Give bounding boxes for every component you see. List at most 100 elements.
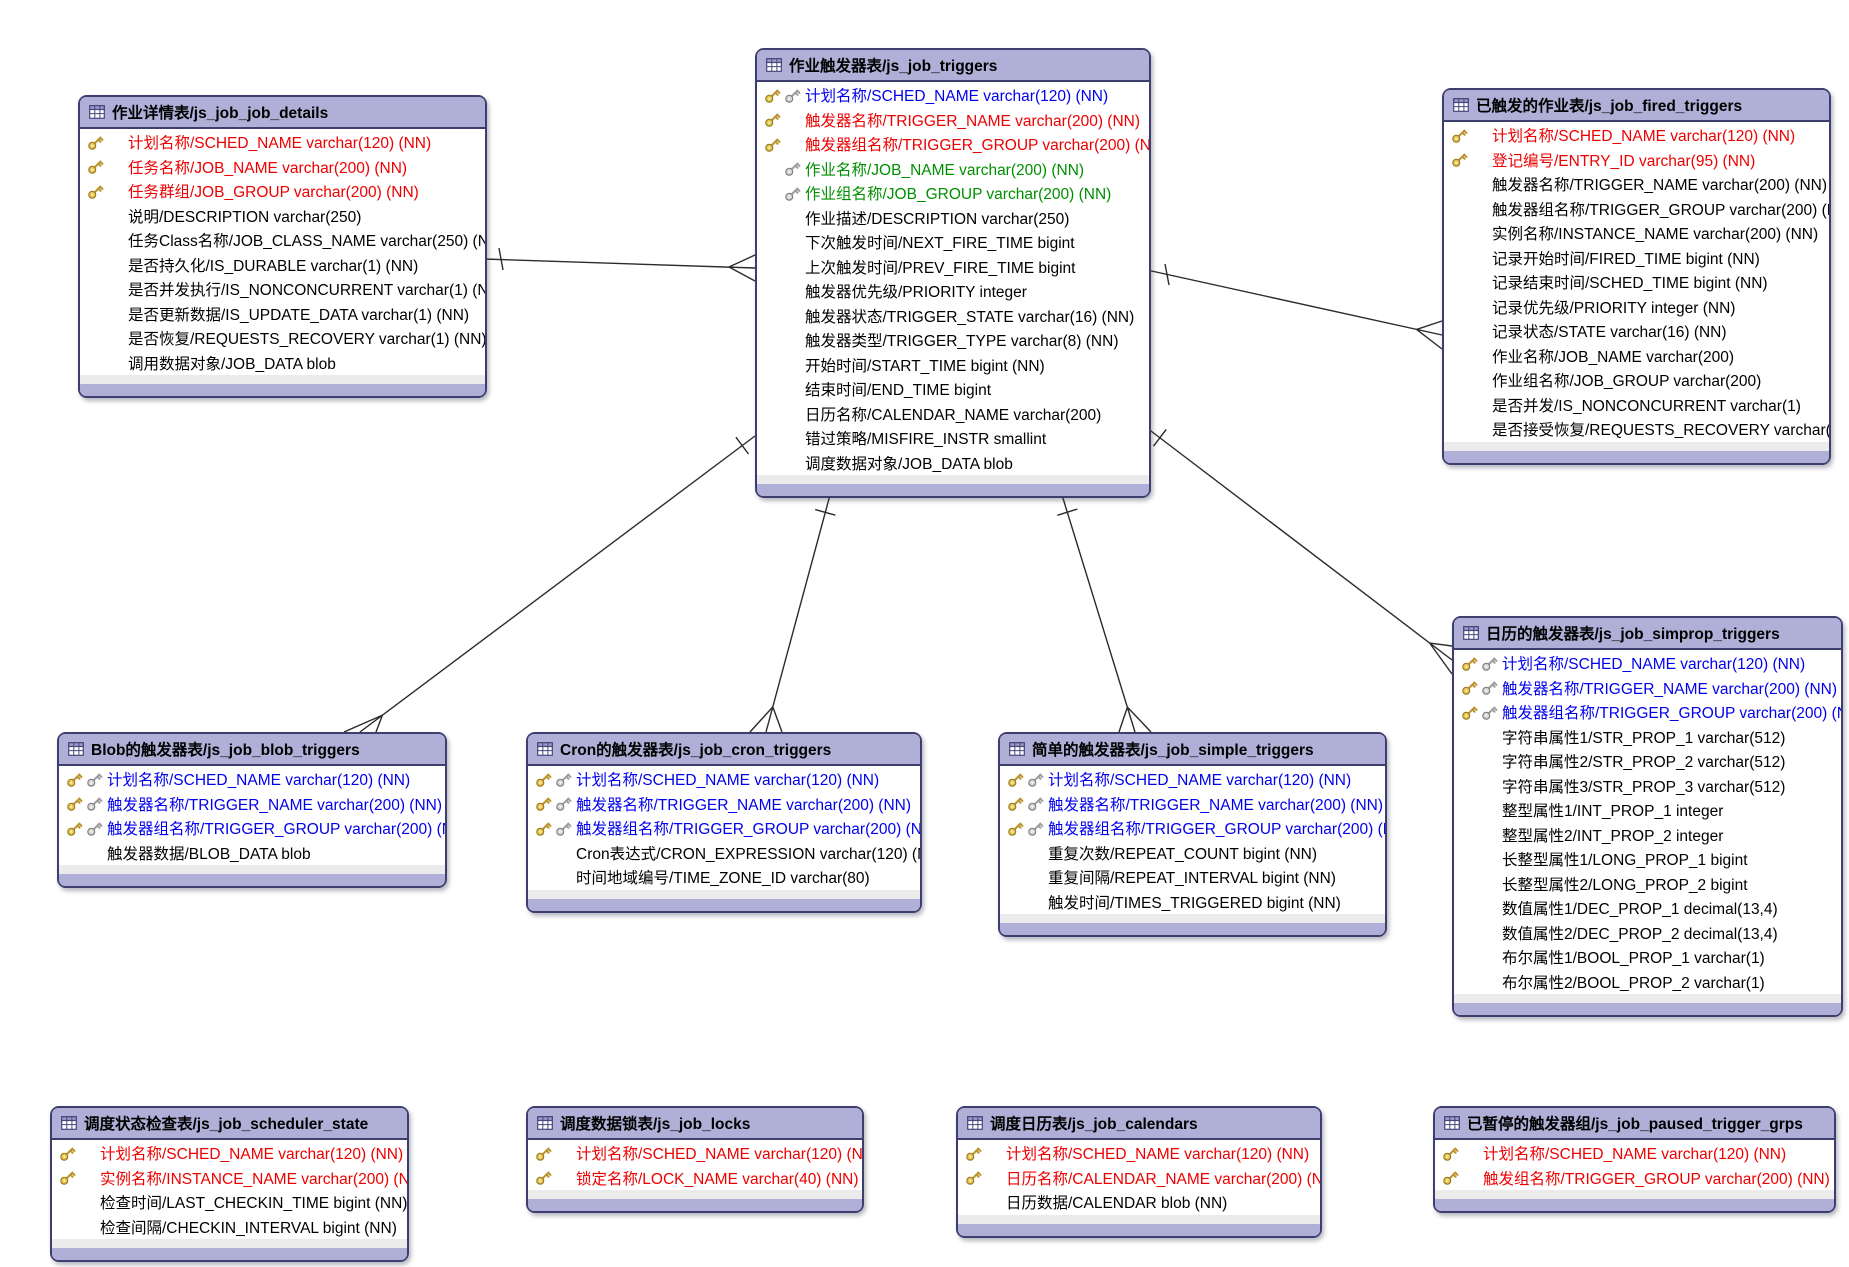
field-label: 布尔属性2/BOOL_PROP_2 varchar(1) <box>1502 974 1765 992</box>
table-icon <box>537 742 553 756</box>
field-label: 实例名称/INSTANCE_NAME varchar(200) (NN) <box>100 1170 407 1188</box>
relationship-triggers-to-simple-triggers <box>1057 494 1152 733</box>
field-label: 登记编号/ENTRY_ID varchar(95) (NN) <box>1492 152 1756 170</box>
table-header[interactable]: 调度数据锁表/js_job_locks <box>528 1108 862 1140</box>
table-icon-slot <box>537 742 553 756</box>
primary-key-icon <box>764 113 780 128</box>
field-label: 计划名称/SCHED_NAME varchar(120) (NN) <box>100 1146 404 1164</box>
field-row: 触发器状态/TRIGGER_STATE varchar(16) (NN) <box>757 304 1149 329</box>
table-icon <box>967 1116 983 1130</box>
foreign-key-icon <box>1481 657 1497 671</box>
table-footer <box>958 1214 1320 1236</box>
table-icon-slot <box>1444 1116 1460 1130</box>
field-label: 触发器组名称/TRIGGER_GROUP varchar(200) (NN) <box>805 137 1149 155</box>
foreign-key-icon <box>86 822 102 836</box>
foreign-key-icon <box>86 773 102 787</box>
table-js-job-calendars[interactable]: 调度日历表/js_job_calendars 计划名称/SCHED_NAME v… <box>956 1106 1322 1238</box>
table-header[interactable]: 作业详情表/js_job_job_details <box>80 97 485 129</box>
table-header[interactable]: 简单的触发器表/js_job_simple_triggers <box>1000 734 1385 766</box>
table-title: 调度状态检查表/js_job_scheduler_state <box>84 1116 369 1133</box>
field-row: 错过策略/MISFIRE_INSTR smallint <box>757 426 1149 451</box>
table-js-job-cron-triggers[interactable]: Cron的触发器表/js_job_cron_triggers 计划名称/SCHE… <box>526 732 922 913</box>
field-row: 触发组名称/TRIGGER_GROUP varchar(200) (NN) <box>1435 1166 1834 1191</box>
field-label: 长整型属性2/LONG_PROP_2 bigint <box>1502 876 1748 894</box>
field-label: 是否并发/IS_NONCONCURRENT varchar(1) <box>1492 397 1801 415</box>
field-label: 触发时间/TIMES_TRIGGERED bigint (NN) <box>1048 894 1341 912</box>
field-label: 布尔属性1/BOOL_PROP_1 varchar(1) <box>1502 950 1765 968</box>
table-header[interactable]: 作业触发器表/js_job_triggers <box>757 50 1149 82</box>
field-label: 作业组名称/JOB_GROUP varchar(200) (NN) <box>805 186 1112 204</box>
primary-key-icon <box>535 1147 551 1161</box>
field-label: 日历名称/CALENDAR_NAME varchar(200) <box>805 406 1102 424</box>
field-row: 日历数据/CALENDAR blob (NN) <box>958 1190 1320 1215</box>
field-row: 检查间隔/CHECKIN_INTERVAL bigint (NN) <box>52 1215 407 1240</box>
table-header[interactable]: Cron的触发器表/js_job_cron_triggers <box>528 734 920 766</box>
table-js-job-simprop-triggers[interactable]: 日历的触发器表/js_job_simprop_triggers 计划名称/SCH… <box>1452 616 1843 1017</box>
field-label: 字符串属性2/STR_PROP_2 varchar(512) <box>1502 754 1786 772</box>
primary-key-icon <box>59 1171 75 1186</box>
field-list: 计划名称/SCHED_NAME varchar(120) (NN) 触发器名称/… <box>1454 650 1841 994</box>
table-js-job-simple-triggers[interactable]: 简单的触发器表/js_job_simple_triggers 计划名称/SCHE… <box>998 732 1387 937</box>
relationship-triggers-to-fired-triggers <box>1146 263 1443 350</box>
field-row: 调度数据对象/JOB_DATA blob <box>757 451 1149 476</box>
field-label: 作业描述/DESCRIPTION varchar(250) <box>805 210 1070 228</box>
field-row: 说明/DESCRIPTION varchar(250) <box>80 204 485 229</box>
field-row: 登记编号/ENTRY_ID varchar(95) (NN) <box>1444 148 1829 173</box>
table-js-job-fired-triggers[interactable]: 已触发的作业表/js_job_fired_triggers 计划名称/SCHED… <box>1442 88 1831 465</box>
primary-key-icon <box>1461 681 1477 696</box>
table-header[interactable]: 已触发的作业表/js_job_fired_triggers <box>1444 90 1829 122</box>
table-js-job-paused-trigger-grps[interactable]: 已暂停的触发器组/js_job_paused_trigger_grps 计划名称… <box>1433 1106 1836 1213</box>
field-row: 布尔属性2/BOOL_PROP_2 varchar(1) <box>1454 970 1841 995</box>
field-label: 触发器优先级/PRIORITY integer <box>805 284 1027 302</box>
primary-key-icon <box>87 185 103 199</box>
field-label: 错过策略/MISFIRE_INSTR smallint <box>805 431 1047 449</box>
field-row: 触发器组名称/TRIGGER_GROUP varchar(200) (NN) <box>528 816 920 841</box>
table-js-job-job-details[interactable]: 作业详情表/js_job_job_details 计划名称/SCHED_NAME… <box>78 95 487 398</box>
field-label: 是否恢复/REQUESTS_RECOVERY varchar(1) (NN) <box>128 331 485 349</box>
table-title: 调度日历表/js_job_calendars <box>990 1116 1198 1133</box>
field-label: 日历数据/CALENDAR blob (NN) <box>1006 1195 1228 1213</box>
field-label: 触发器名称/TRIGGER_NAME varchar(200) (NN) <box>1048 796 1384 814</box>
table-header[interactable]: Blob的触发器表/js_job_blob_triggers <box>59 734 445 766</box>
field-label: 调用数据对象/JOB_DATA blob <box>128 355 336 373</box>
field-label: 计划名称/SCHED_NAME varchar(120) (NN) <box>576 1146 862 1164</box>
field-row: 下次触发时间/NEXT_FIRE_TIME bigint <box>757 230 1149 255</box>
field-row: 检查时间/LAST_CHECKIN_TIME bigint (NN) <box>52 1190 407 1215</box>
primary-key-icon <box>535 773 551 787</box>
primary-key-icon <box>764 89 780 103</box>
table-title: 作业触发器表/js_job_triggers <box>789 58 998 75</box>
field-row: 计划名称/SCHED_NAME varchar(120) (NN) <box>958 1141 1320 1166</box>
table-js-job-blob-triggers[interactable]: Blob的触发器表/js_job_blob_triggers 计划名称/SCHE… <box>57 732 447 888</box>
field-row: 上次触发时间/PREV_FIRE_TIME bigint <box>757 255 1149 280</box>
field-row: 触发器数据/BLOB_DATA blob <box>59 841 445 866</box>
primary-key-icon <box>1442 1147 1458 1161</box>
field-label: 上次触发时间/PREV_FIRE_TIME bigint <box>805 259 1076 277</box>
table-title: 作业详情表/js_job_job_details <box>112 105 329 122</box>
field-label: 长整型属性1/LONG_PROP_1 bigint <box>1502 852 1748 870</box>
field-list: 计划名称/SCHED_NAME varchar(120) (NN) 任务名称/J… <box>80 129 485 375</box>
field-label: 日历名称/CALENDAR_NAME varchar(200) (NN) <box>1006 1170 1320 1188</box>
table-js-job-triggers[interactable]: 作业触发器表/js_job_triggers 计划名称/SCHED_NAME v… <box>755 48 1151 498</box>
field-row: 触发器组名称/TRIGGER_GROUP varchar(200) (NN) <box>59 816 445 841</box>
field-row: 是否更新数据/IS_UPDATE_DATA varchar(1) (NN) <box>80 302 485 327</box>
field-label: 计划名称/SCHED_NAME varchar(120) (NN) <box>128 135 432 153</box>
table-header[interactable]: 调度日历表/js_job_calendars <box>958 1108 1320 1140</box>
field-label: 作业名称/JOB_NAME varchar(200) (NN) <box>805 161 1085 179</box>
primary-key-icon <box>59 1147 75 1161</box>
table-js-job-scheduler-state[interactable]: 调度状态检查表/js_job_scheduler_state 计划名称/SCHE… <box>50 1106 409 1262</box>
field-row: 实例名称/INSTANCE_NAME varchar(200) (NN) <box>52 1166 407 1191</box>
table-header[interactable]: 已暂停的触发器组/js_job_paused_trigger_grps <box>1435 1108 1834 1140</box>
field-list: 计划名称/SCHED_NAME varchar(120) (NN) 实例名称/I… <box>52 1140 407 1239</box>
primary-key-icon <box>66 797 82 812</box>
field-label: 下次触发时间/NEXT_FIRE_TIME bigint <box>805 235 1075 253</box>
field-label: 结束时间/END_TIME bigint <box>805 382 992 400</box>
table-js-job-locks[interactable]: 调度数据锁表/js_job_locks 计划名称/SCHED_NAME varc… <box>526 1106 864 1213</box>
table-header[interactable]: 日历的触发器表/js_job_simprop_triggers <box>1454 618 1841 650</box>
table-header[interactable]: 调度状态检查表/js_job_scheduler_state <box>52 1108 407 1140</box>
field-label: 字符串属性1/STR_PROP_1 varchar(512) <box>1502 729 1786 747</box>
primary-key-icon <box>1007 773 1023 787</box>
field-label: 触发组名称/TRIGGER_GROUP varchar(200) (NN) <box>1483 1170 1830 1188</box>
field-label: 计划名称/SCHED_NAME varchar(120) (NN) <box>576 772 880 790</box>
field-label: 是否接受恢复/REQUESTS_RECOVERY varchar(1) <box>1492 422 1829 440</box>
field-label: 数值属性1/DEC_PROP_1 decimal(13,4) <box>1502 901 1778 919</box>
